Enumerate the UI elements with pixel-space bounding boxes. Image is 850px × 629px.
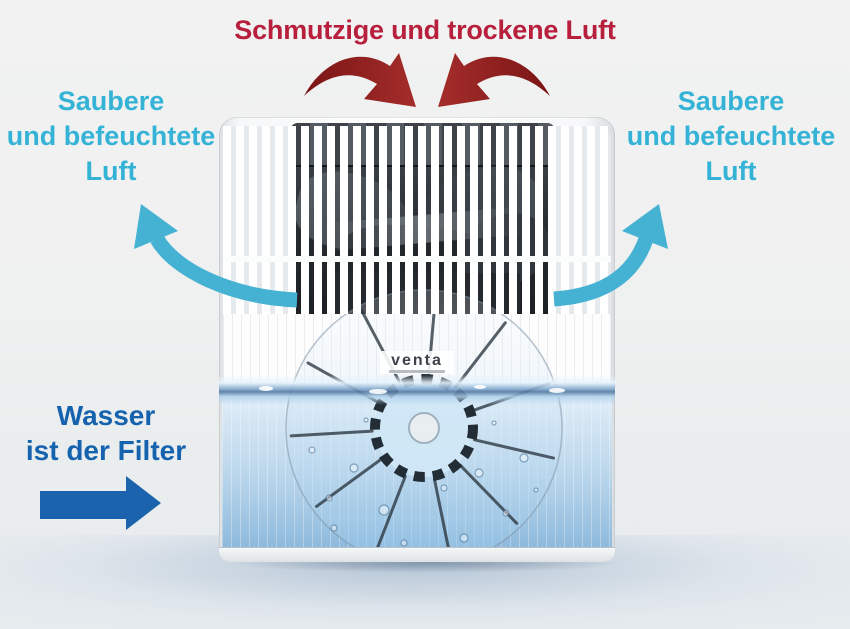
clean-air-label-line: Saubere [677, 86, 785, 116]
water-filter-label-line: Wasser [56, 400, 156, 431]
dirty-air-arrow-right [438, 53, 550, 107]
clean-air-label-line: und befeuchtete [626, 121, 836, 151]
water-surface-line [219, 375, 615, 405]
brand-logo-subline [389, 370, 445, 373]
dirty-air-arrow-left [304, 53, 416, 107]
clean-air-label-line: und befeuchtete [6, 121, 216, 151]
vent-slats-upper [223, 126, 611, 256]
water-filter-label-line: ist der Filter [25, 435, 187, 466]
clean-air-label-line: Saubere [57, 86, 165, 116]
disc-axle-knob [408, 412, 440, 444]
vent-slats-lower [223, 262, 611, 314]
dirty-air-label: Schmutzige und trockene Luft [0, 13, 850, 47]
disc-stack [285, 289, 563, 562]
air-washer-device: venta [219, 117, 615, 562]
water-flow-arrow [40, 476, 161, 530]
device-base [219, 547, 615, 562]
water-sparkle [549, 388, 565, 393]
water-sparkle [369, 389, 387, 394]
dirty-air-label-text: Schmutzige und trockene Luft [234, 15, 616, 45]
clean-air-label-left: Saubere und befeuchtete Luft [0, 84, 222, 189]
clean-air-label-right: Saubere und befeuchtete Luft [620, 84, 842, 189]
clean-air-arrow-left-head [134, 204, 178, 249]
clean-air-label-line: Luft [705, 156, 757, 186]
clean-air-label-line: Luft [85, 156, 137, 186]
water-filter-label: Wasser ist der Filter [0, 398, 212, 468]
vent-divider [223, 256, 611, 262]
water-sparkle [259, 386, 273, 391]
brand-logo-text: venta [391, 352, 443, 369]
water-bubbles [308, 417, 539, 547]
water-sparkle [474, 385, 486, 389]
brand-label: venta [380, 351, 454, 374]
clean-air-arrow-right-head [622, 204, 668, 249]
